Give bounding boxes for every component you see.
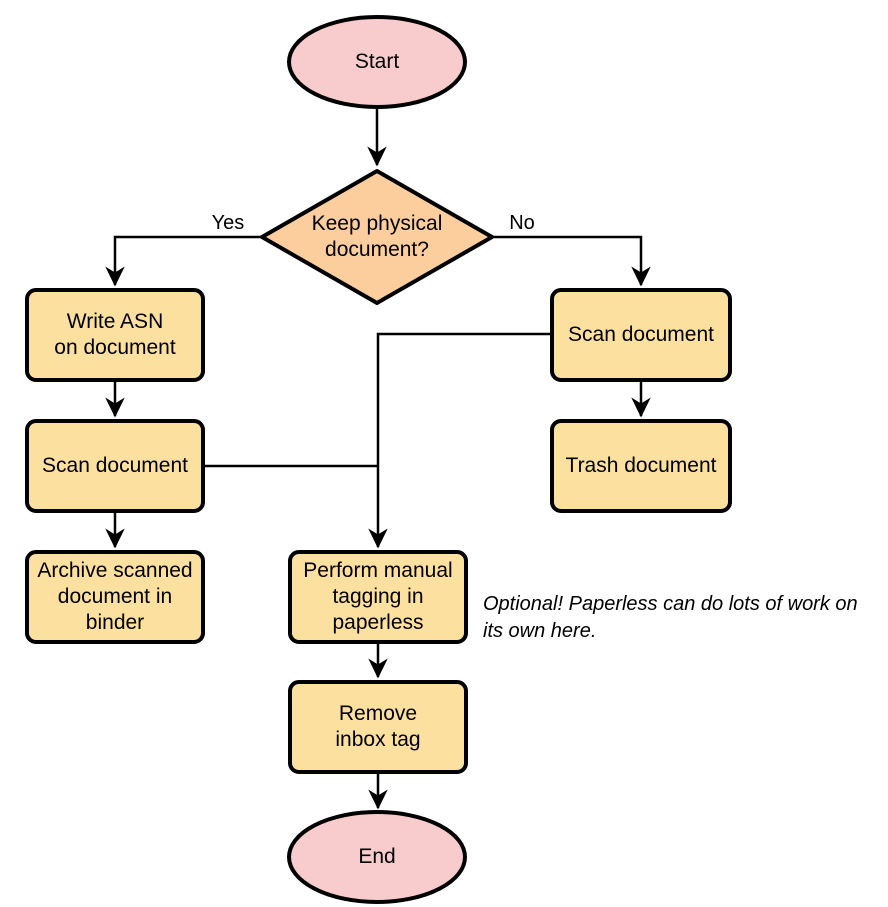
- annotations-layer: Optional! Paperless can do lots of work …: [483, 593, 858, 642]
- node-shape-rect-write-asn-on-document[interactable]: [25, 288, 205, 382]
- edge-line-scan-right-to-manual-tagging: [368, 332, 552, 549]
- node-shape-ellipse-end[interactable]: [287, 810, 467, 904]
- node-label-scan-document-right: Scan document: [568, 323, 714, 346]
- node-shape-ellipse-start[interactable]: [287, 15, 467, 109]
- edge-line-decision-yes-to-write-asn: [105, 235, 262, 287]
- node-label-trash-document: Trash document: [566, 454, 717, 477]
- node-shape-rect-perform-manual-tagging[interactable]: [288, 550, 468, 644]
- node-scan-document-left[interactable]: Scan document: [25, 419, 205, 513]
- edge-line-decision-no-to-scan-right: [492, 235, 651, 287]
- edges-layer: Yes No: [105, 107, 651, 810]
- node-label-start: Start: [355, 50, 400, 73]
- node-trash-document[interactable]: Trash document: [550, 419, 732, 513]
- edge-label-decision-yes-to-write-asn: Yes: [212, 212, 245, 234]
- node-shape-rect-scan-document-right[interactable]: [550, 288, 732, 382]
- edge-decision-yes-to-write-asn: Yes: [105, 212, 262, 287]
- node-shape-rect-remove-inbox-tag[interactable]: [288, 680, 468, 774]
- node-label-scan-document-left: Scan document: [42, 454, 188, 477]
- edge-decision-no-to-scan-right: No: [492, 212, 651, 287]
- annotation-optional-note: Optional! Paperless can do lots of work …: [483, 593, 858, 642]
- node-start[interactable]: Start: [287, 15, 467, 109]
- node-end[interactable]: End: [287, 810, 467, 904]
- node-shape-diamond-keep-physical-document[interactable]: [260, 169, 494, 305]
- node-shape-rect-scan-document-left[interactable]: [25, 419, 205, 513]
- node-scan-document-right[interactable]: Scan document: [550, 288, 732, 382]
- node-shape-rect-trash-document[interactable]: [550, 419, 732, 513]
- node-shape-rect-archive-scanned-document[interactable]: [25, 550, 205, 644]
- edge-scan-right-to-manual-tagging: [368, 332, 552, 549]
- node-label-end: End: [358, 845, 395, 868]
- edge-label-decision-no-to-scan-right: No: [509, 212, 535, 234]
